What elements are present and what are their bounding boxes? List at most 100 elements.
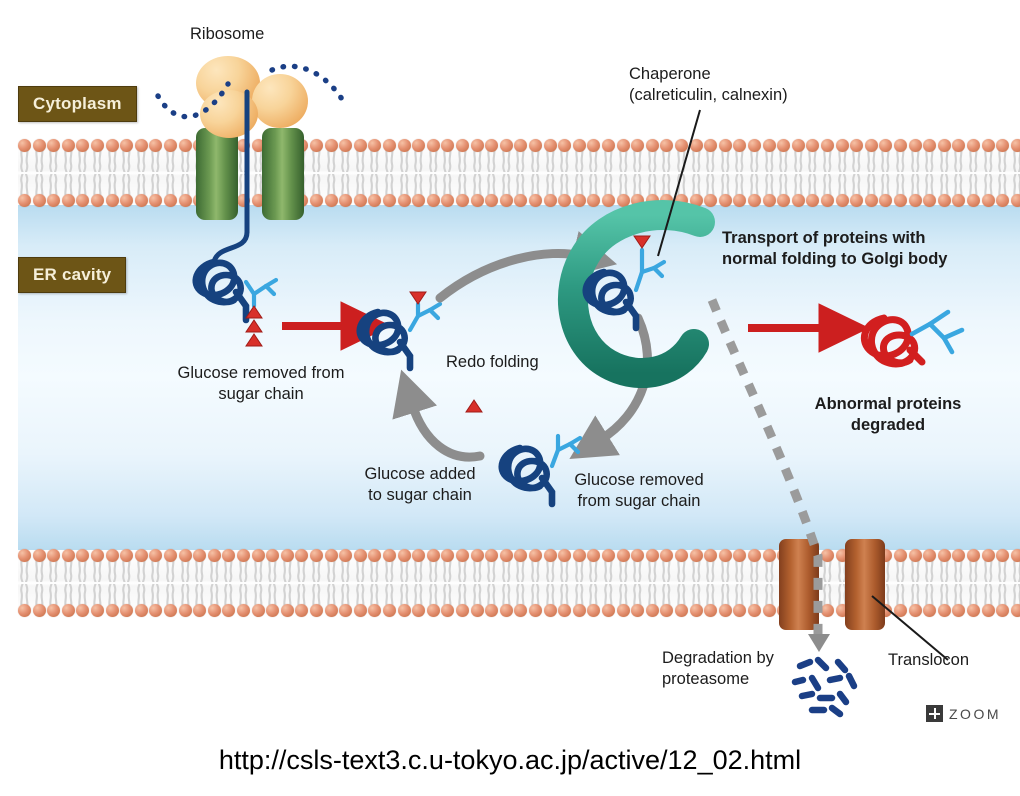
lipid-head: [937, 194, 951, 207]
lipid-head: [631, 139, 645, 152]
lipid-tail: [34, 174, 44, 198]
lipid-head: [456, 549, 469, 562]
translocon-green-right: [262, 128, 304, 220]
lipid-tail: [165, 558, 175, 582]
lipid-tail: [603, 174, 613, 198]
lipid-tail: [968, 584, 978, 608]
lipid-head: [616, 604, 630, 617]
lipid-tail: [822, 584, 832, 608]
ribosome-label: Ribosome: [190, 25, 265, 43]
lipid-tail: [457, 558, 467, 582]
lipid-head: [923, 604, 937, 617]
lipid-head: [149, 604, 163, 617]
lipid-head: [412, 549, 426, 562]
abnormal-proteins-label: Abnormal proteins degraded: [814, 395, 962, 435]
lipid-head: [339, 139, 353, 152]
lipid-head: [324, 194, 338, 207]
lipid-tail: [574, 148, 584, 172]
lipid-tail: [77, 558, 87, 582]
lipid-tail: [588, 558, 598, 582]
lipid-tail: [618, 174, 628, 198]
lipid-head: [967, 604, 980, 617]
lipid-head: [353, 139, 367, 152]
lipid-head: [660, 549, 674, 562]
lipid-tail: [399, 584, 409, 608]
lipid-tail: [92, 584, 102, 608]
lipid-tail: [895, 174, 905, 198]
lipid-head: [937, 604, 951, 617]
lipid-tail: [603, 558, 613, 582]
er-membrane-top: [18, 138, 1020, 208]
lipid-tail: [180, 148, 190, 172]
lipid-head: [748, 604, 761, 617]
lipid-head: [835, 139, 849, 152]
lipid-head: [164, 139, 177, 152]
lipid-head: [426, 194, 440, 207]
source-url-caption: http://csls-text3.c.u-tokyo.ac.jp/active…: [218, 745, 802, 775]
lipid-head: [923, 139, 937, 152]
lipid-head: [105, 549, 119, 562]
lipid-head: [850, 194, 864, 207]
lipid-tail: [588, 174, 598, 198]
lipid-head: [368, 549, 382, 562]
lipid-tail: [997, 558, 1007, 582]
lipid-head: [61, 549, 75, 562]
er-cavity-tag: ER cavity: [18, 257, 127, 293]
lipid-head: [149, 194, 163, 207]
lipid-tail: [223, 584, 233, 608]
lipid-tail: [501, 584, 511, 608]
lipid-head: [996, 139, 1010, 152]
lipid-head: [748, 139, 761, 152]
lipid-head: [193, 604, 207, 617]
lipid-head: [441, 139, 455, 152]
translocon-green-left: [196, 128, 238, 220]
lipid-tail: [253, 174, 263, 198]
lipid-head: [61, 194, 75, 207]
lipid-tails-top: [18, 147, 1020, 199]
lipid-head: [894, 139, 907, 152]
lipid-tail: [428, 558, 438, 582]
lipid-tail: [457, 148, 467, 172]
lipid-head: [791, 194, 805, 207]
lipid-tail: [661, 558, 671, 582]
glucose-added-label: Glucose added to sugar chain: [364, 465, 476, 505]
lipid-head: [310, 604, 323, 617]
lipid-head: [499, 194, 513, 207]
lipid-head: [952, 604, 966, 617]
lipid-tail: [603, 584, 613, 608]
lipid-head: [193, 549, 207, 562]
lipid-head: [353, 194, 367, 207]
zoom-button[interactable]: ZOOM: [926, 705, 1001, 722]
lipid-head: [835, 194, 849, 207]
lipid-tail: [340, 558, 350, 582]
lipid-tail: [705, 174, 715, 198]
lipid-head: [981, 604, 995, 617]
lipid-head: [368, 139, 382, 152]
lipid-head: [1010, 139, 1020, 152]
cytoplasm-tag: Cytoplasm: [18, 86, 137, 122]
lipid-head: [339, 549, 353, 562]
lipid-tail: [720, 174, 730, 198]
lipid-head: [207, 549, 221, 562]
lipid-tail: [107, 148, 117, 172]
lipid-head: [981, 549, 995, 562]
lipid-head: [134, 139, 148, 152]
lipid-head: [134, 194, 148, 207]
lipid-tail: [369, 148, 379, 172]
lipid-tail: [282, 584, 292, 608]
lipid-tail: [399, 558, 409, 582]
lipid-head: [237, 604, 250, 617]
lipid-head: [456, 139, 469, 152]
lipid-head: [894, 549, 907, 562]
lipid-head: [587, 139, 601, 152]
lipid-head: [689, 549, 703, 562]
lipid-head: [894, 194, 907, 207]
lipid-tail: [34, 584, 44, 608]
lipid-tail: [267, 558, 277, 582]
lipid-tail: [530, 174, 540, 198]
lipid-tail: [442, 174, 452, 198]
lipid-tail: [77, 584, 87, 608]
lipid-head: [952, 194, 966, 207]
lipid-tail: [92, 174, 102, 198]
lipid-tail: [749, 174, 759, 198]
